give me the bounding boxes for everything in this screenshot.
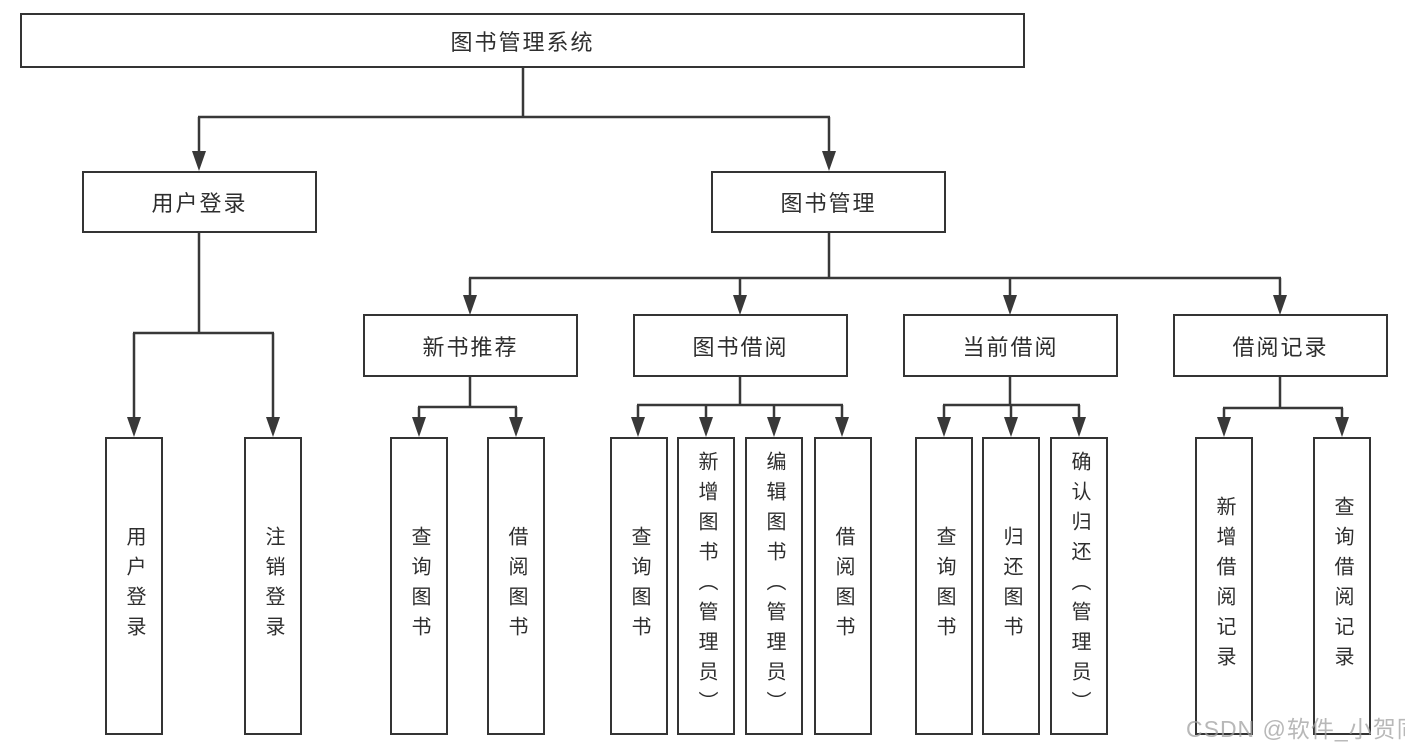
node-borrowing-records: 借阅记录 bbox=[1173, 314, 1388, 377]
csdn-watermark: CSDN @软件_小贺同学 bbox=[1186, 716, 1405, 742]
leaf-borrow-books-recommend: 借阅图书 bbox=[487, 437, 545, 735]
connector-book-borrow bbox=[631, 377, 849, 437]
leaf-user-login: 用户登录 bbox=[105, 437, 163, 735]
connector-book-mgmt bbox=[463, 233, 1287, 315]
leaf-query-books-current: 查询图书 bbox=[915, 437, 973, 735]
connector-new-book-rec bbox=[412, 377, 523, 437]
node-library-system: 图书管理系统 bbox=[20, 13, 1025, 68]
connector-root bbox=[192, 68, 836, 171]
connector-user-login bbox=[127, 233, 280, 437]
connector-borrow-records bbox=[1217, 377, 1349, 437]
leaf-confirm-return-admin: 确认归还（管理员） bbox=[1050, 437, 1108, 735]
connector-current-borrow bbox=[937, 377, 1086, 437]
node-user-login: 用户登录 bbox=[82, 171, 317, 233]
leaf-query-books-recommend: 查询图书 bbox=[390, 437, 448, 735]
leaf-add-borrow-record: 新增借阅记录 bbox=[1195, 437, 1253, 735]
leaf-add-books-admin: 新增图书（管理员） bbox=[677, 437, 735, 735]
node-book-management: 图书管理 bbox=[711, 171, 946, 233]
leaf-query-books-borrow: 查询图书 bbox=[610, 437, 668, 735]
leaf-return-books: 归还图书 bbox=[982, 437, 1040, 735]
node-book-borrowing: 图书借阅 bbox=[633, 314, 848, 377]
leaf-query-borrow-record: 查询借阅记录 bbox=[1313, 437, 1371, 735]
node-current-borrowing: 当前借阅 bbox=[903, 314, 1118, 377]
leaf-logout: 注销登录 bbox=[244, 437, 302, 735]
leaf-edit-books-admin: 编辑图书（管理员） bbox=[745, 437, 803, 735]
node-new-book-recommendation: 新书推荐 bbox=[363, 314, 578, 377]
leaf-borrow-books: 借阅图书 bbox=[814, 437, 872, 735]
